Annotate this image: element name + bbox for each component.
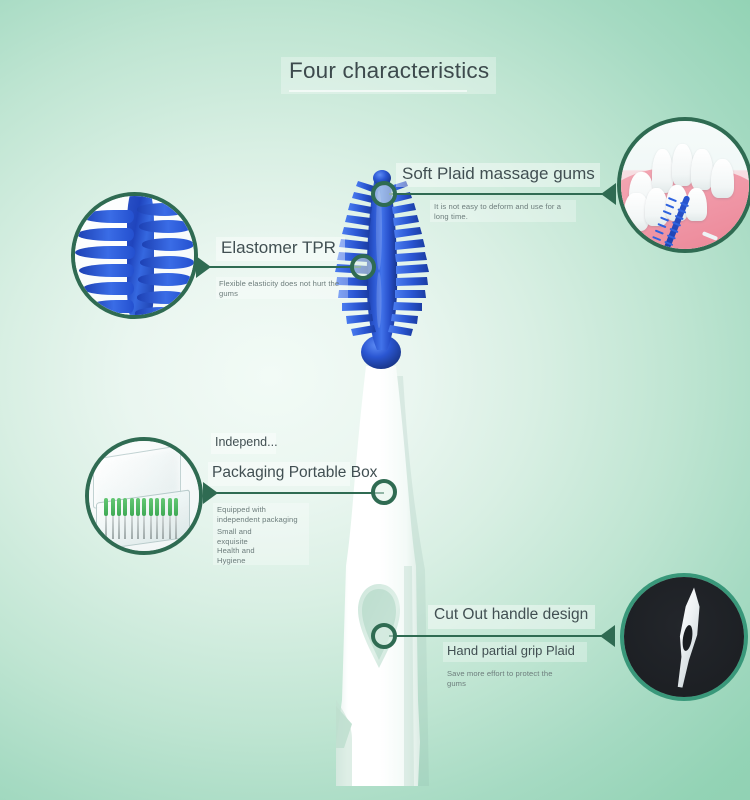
feature-1-description: It is not easy to deform and use for a l…: [434, 202, 562, 221]
feature-2-desc-band: [216, 277, 348, 299]
feature-3-eyebrow: Independ...: [215, 435, 278, 449]
feature-1-desc-band: [430, 200, 576, 222]
feature-1-heading-band: [396, 163, 600, 187]
title-band: [281, 57, 496, 94]
feature-4-arrow: [600, 625, 615, 647]
feature-3-bullets-band: [213, 503, 309, 565]
feature-3-arrow: [203, 482, 218, 504]
feature-2-anchor-ring[interactable]: [350, 254, 376, 280]
feature-4-subheading-band: [443, 642, 587, 662]
feature-1-heading: Soft Plaid massage gums: [402, 164, 595, 183]
feature-1-anchor-ring[interactable]: [371, 181, 397, 207]
feature-3-bullet-3: Health and Hygiene: [217, 546, 255, 565]
feature-2-connector-line: [205, 266, 361, 268]
pick-row: [104, 498, 183, 539]
feature-4-subheading: Hand partial grip Plaid: [447, 643, 575, 658]
inset-handle-cutout: [620, 573, 748, 701]
feature-3-heading: Packaging Portable Box: [212, 464, 378, 481]
feature-3-anchor-ring[interactable]: [371, 479, 397, 505]
page-title: Four characteristics: [289, 58, 490, 83]
inset-bristle-macro: [71, 192, 198, 319]
inset-teeth-gums: [617, 117, 750, 253]
feature-4-heading: Cut Out handle design: [434, 606, 589, 623]
feature-2-description: Flexible elasticity does not hurt the gu…: [219, 279, 340, 298]
feature-3-connector-line: [212, 492, 384, 494]
inset-portable-box: [85, 437, 203, 555]
feature-1-connector-line: [389, 193, 606, 195]
feature-3-bullet-1: Equipped with independent packaging: [217, 505, 298, 524]
feature-3-eyebrow-band: [211, 433, 276, 454]
feature-2-heading: Elastomer TPR: [221, 238, 336, 257]
feature-3-heading-band: [208, 462, 350, 486]
feature-4-anchor-ring[interactable]: [371, 623, 397, 649]
feature-1-arrow: [601, 183, 616, 205]
feature-4-description: Save more effort to protect the gums: [447, 669, 553, 688]
title-underline: [289, 90, 467, 92]
feature-2-arrow: [196, 256, 211, 278]
feature-2-heading-band: [216, 237, 345, 261]
feature-4-heading-band: [428, 605, 595, 629]
feature-3-bullet-2: Small and exquisite: [217, 527, 252, 546]
feature-4-connector-line: [389, 635, 604, 637]
